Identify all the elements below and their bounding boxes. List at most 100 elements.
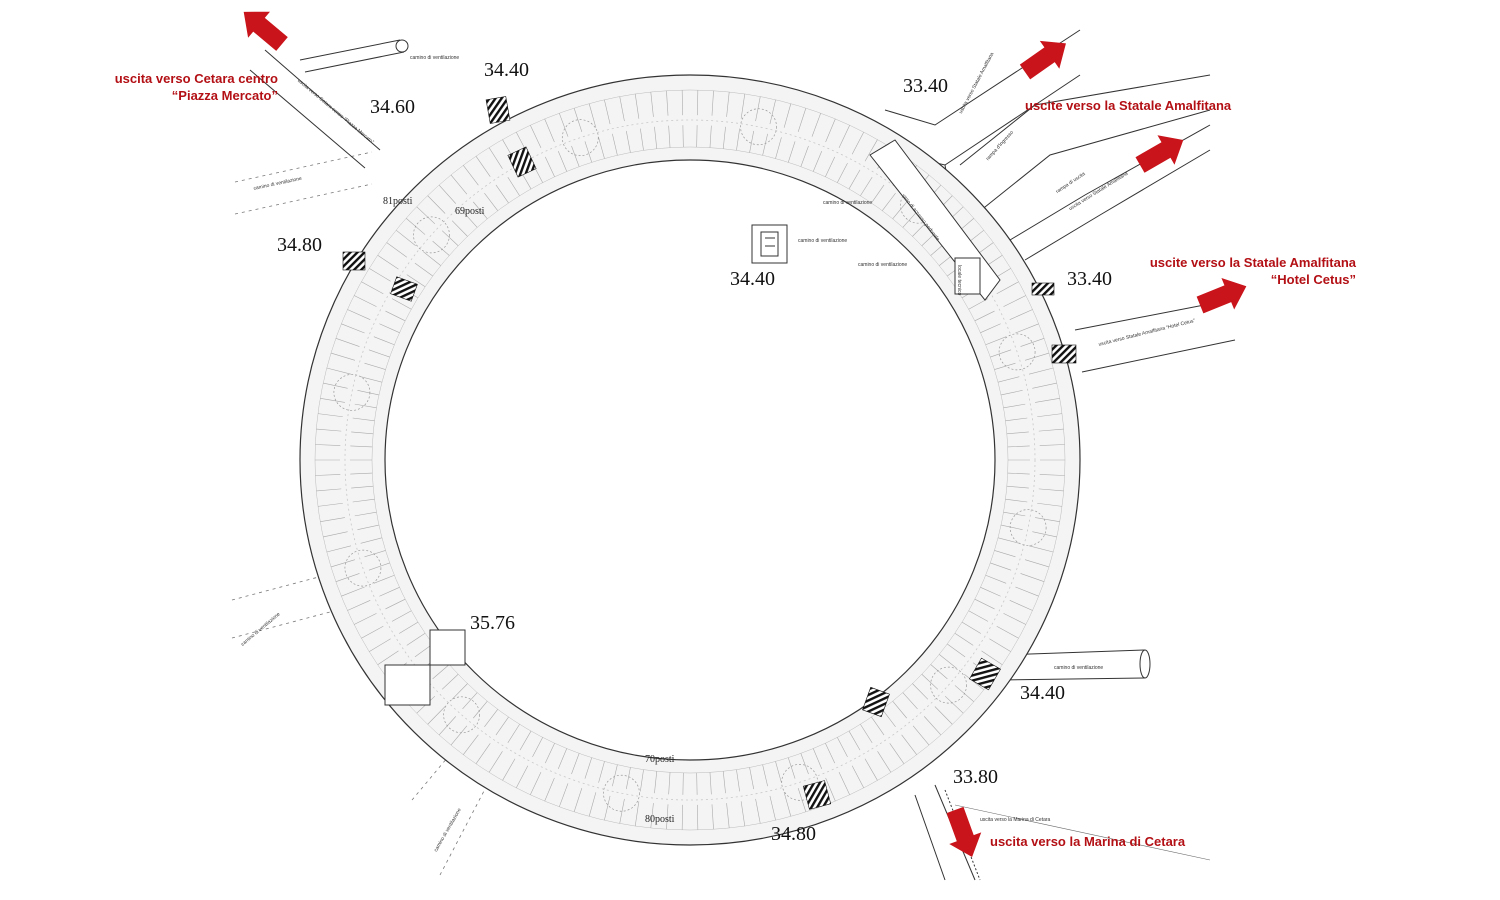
parking-stall-line [990, 349, 1012, 358]
pillar-circle [344, 549, 382, 587]
parking-stall-line [557, 151, 568, 172]
parking-stall-line [1037, 502, 1063, 507]
elevation-top-left: 34.60 [370, 96, 415, 118]
parking-stall-line [316, 488, 342, 492]
parking-stall-line [1009, 600, 1033, 611]
parking-stall-line [515, 765, 529, 789]
parking-stall-line [968, 610, 989, 622]
parking-stall-line [681, 804, 683, 830]
parking-stall-line [697, 804, 699, 830]
parking-stall-line [634, 801, 640, 827]
parking-stall-line [825, 777, 836, 802]
parking-stall-line [650, 803, 654, 829]
parking-stall-line [341, 586, 365, 597]
parking-stall-line [604, 99, 611, 125]
parking-stall-line [892, 700, 907, 719]
parking-stall-line [361, 281, 384, 295]
parking-stall-line [997, 537, 1020, 544]
parking-stall-line [598, 137, 605, 159]
parking-stall-line [944, 695, 964, 714]
exit-arrows [243, 11, 1247, 857]
parking-stall-line [544, 777, 555, 802]
parking-stall-line [851, 765, 865, 789]
parking-stall-line [697, 90, 699, 116]
parking-stall-line [441, 674, 459, 690]
parking-stall-line [912, 725, 930, 746]
parking-stall-line [1038, 428, 1064, 432]
parking-stall-line [985, 574, 1007, 584]
parking-stall-line [1032, 531, 1057, 538]
technical-rooms [869, 139, 1001, 301]
parking-stall-line [571, 753, 580, 775]
exit-statale-line1: uscite verso la Statale Amalfitana [1149, 255, 1356, 270]
parking-stall-line [989, 638, 1011, 652]
arrow-hotel-cetus [1196, 277, 1247, 314]
arrow-statale-2 [1135, 135, 1184, 173]
parking-stall-line [994, 362, 1016, 370]
arrow-cetara-centro [243, 11, 288, 51]
parking-stall-line [902, 210, 918, 228]
pillar-circle [1009, 509, 1047, 546]
parking-stall-line [544, 118, 555, 143]
parking-stall-line [666, 804, 669, 830]
parking-stall-line [369, 268, 391, 282]
exit-label-statale-hotel: uscite verso la Statale Amalfitana “Hote… [1130, 254, 1356, 288]
parking-stall-line [588, 103, 597, 128]
exit-cetara-centro-line1: uscita verso Cetara centro [114, 71, 278, 86]
parking-stall-line [726, 91, 730, 117]
parking-stall-line [414, 262, 433, 277]
parking-stall-line [769, 795, 776, 821]
parking-stall-line [964, 674, 985, 691]
parking-stall-line [385, 310, 406, 322]
parking-stall-line [797, 108, 807, 132]
parking-stall-line [838, 125, 850, 148]
parking-stall-line [488, 147, 503, 169]
parking-stall-line [726, 803, 730, 829]
parking-stall-line [484, 709, 498, 728]
parking-stall-line [882, 709, 896, 728]
parking-stall-line [939, 654, 957, 669]
parking-stall-line [800, 753, 809, 775]
parking-stall-line [848, 730, 861, 751]
parking-stall-line [352, 417, 375, 422]
parking-stall-line [902, 692, 918, 710]
parking-stall-line [450, 725, 468, 746]
parking-stall-line [666, 90, 669, 116]
parking-stall-line [463, 165, 479, 186]
parking-stall-line [316, 428, 342, 432]
vent-shaft-center [751, 224, 788, 264]
parking-stall-line [462, 210, 478, 228]
parking-stall-line [451, 683, 468, 700]
elevation-bottom-right: 34.40 [1020, 682, 1065, 704]
parking-stall-line [625, 767, 631, 790]
parking-stall-line [1039, 474, 1065, 476]
parking-stall-line [557, 748, 568, 769]
parking-stall-line [350, 472, 373, 475]
parking-stall-line [373, 574, 395, 584]
parking-stall-line [330, 559, 356, 568]
elevation-center: 34.40 [730, 268, 775, 290]
parking-stall-line [386, 242, 408, 258]
elevation-bottom-left: 35.76 [470, 612, 515, 634]
pillar-circle [413, 216, 450, 254]
parking-stall-line [357, 390, 380, 396]
parking-stall-line [361, 625, 384, 639]
parking-stall-line [740, 801, 746, 827]
parking-stall-line [604, 795, 611, 821]
parking-stall-line [654, 771, 658, 794]
parking-stall-line [544, 156, 555, 177]
parking-stall-line [360, 376, 383, 383]
elevation-bottom-right-lower: 33.80 [953, 766, 998, 788]
exit-label-cetara-centro: uscita verso Cetara centro “Piazza Merca… [110, 70, 278, 104]
parking-stall-line [368, 349, 390, 358]
parking-stall-line [1003, 295, 1027, 307]
parking-stall-line [347, 600, 371, 611]
parking-stall-line [775, 761, 782, 783]
parking-stall-line [507, 176, 520, 196]
parking-stall-line [709, 772, 712, 795]
parking-stall-line [379, 587, 400, 597]
parking-stall-line [364, 362, 386, 370]
parking-stall-line [350, 445, 373, 448]
parking-stall-line [320, 517, 345, 523]
parking-stall-line [864, 758, 878, 781]
